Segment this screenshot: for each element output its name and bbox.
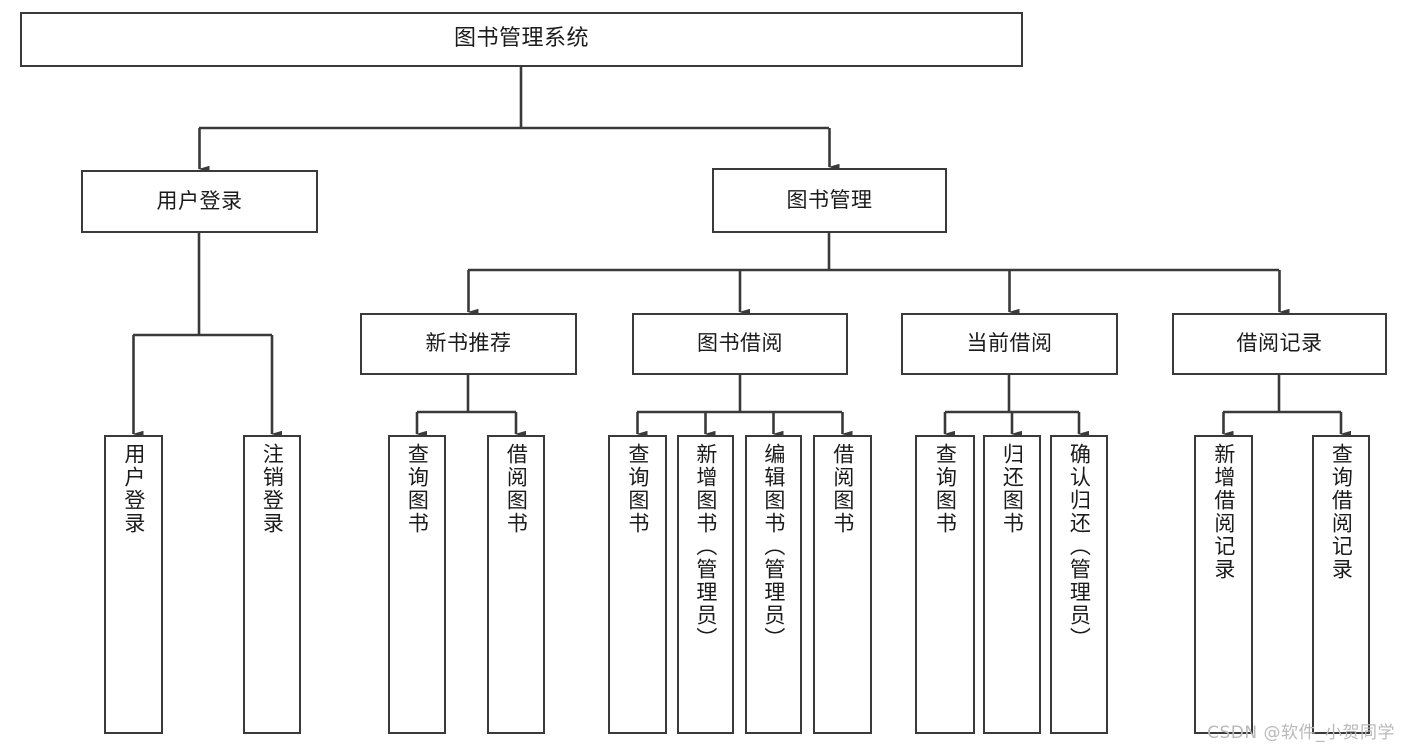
node-label: 用户登录: [121, 443, 146, 535]
node-l2b[interactable]: 图书管理: [712, 168, 947, 233]
node-label: 用户登录: [156, 188, 243, 213]
node-label: 新增借阅记录: [1211, 443, 1236, 581]
node-leaf5[interactable]: 查询图书: [608, 435, 667, 734]
node-label: 借阅图书: [504, 443, 529, 535]
node-leaf11[interactable]: 确认归还（管理员）: [1050, 435, 1108, 734]
node-l3d[interactable]: 借阅记录: [1172, 313, 1387, 375]
node-leaf12[interactable]: 新增借阅记录: [1194, 435, 1253, 734]
node-label: 查询图书: [405, 443, 430, 535]
node-label: 当前借阅: [966, 331, 1053, 356]
node-label: 图书管理系统: [453, 26, 589, 52]
node-label: 查询图书: [625, 443, 650, 535]
node-leaf8[interactable]: 借阅图书: [813, 435, 872, 734]
node-leaf2[interactable]: 注销登录: [243, 435, 301, 734]
node-leaf3[interactable]: 查询图书: [388, 435, 446, 734]
node-label: 查询图书: [933, 443, 958, 535]
node-l2a[interactable]: 用户登录: [81, 170, 318, 233]
node-leaf4[interactable]: 借阅图书: [487, 435, 545, 734]
node-leaf6[interactable]: 新增图书（管理员）: [677, 435, 734, 734]
node-label: 确认归还（管理员）: [1067, 443, 1092, 650]
node-leaf10[interactable]: 归还图书: [983, 435, 1041, 734]
csdn-watermark: CSDN @软件_小贺同学: [1207, 723, 1395, 743]
node-leaf9[interactable]: 查询图书: [915, 435, 975, 734]
node-l3a[interactable]: 新书推荐: [360, 313, 577, 375]
node-leaf1[interactable]: 用户登录: [104, 435, 163, 734]
node-label: 注销登录: [260, 443, 285, 535]
node-leaf13[interactable]: 查询借阅记录: [1312, 435, 1370, 734]
node-label: 查询借阅记录: [1329, 443, 1354, 581]
node-label: 图书借阅: [697, 331, 783, 356]
node-label: 新增图书（管理员）: [693, 443, 718, 650]
node-l3c[interactable]: 当前借阅: [901, 313, 1118, 375]
node-label: 图书管理: [786, 187, 873, 212]
node-label: 归还图书: [1000, 443, 1025, 535]
node-root[interactable]: 图书管理系统: [20, 12, 1023, 67]
node-label: 借阅记录: [1236, 331, 1323, 356]
node-label: 编辑图书（管理员）: [761, 443, 786, 650]
node-label: 新书推荐: [425, 331, 512, 356]
node-l3b[interactable]: 图书借阅: [632, 313, 848, 375]
node-leaf7[interactable]: 编辑图书（管理员）: [745, 435, 802, 734]
node-label: 借阅图书: [830, 443, 855, 535]
